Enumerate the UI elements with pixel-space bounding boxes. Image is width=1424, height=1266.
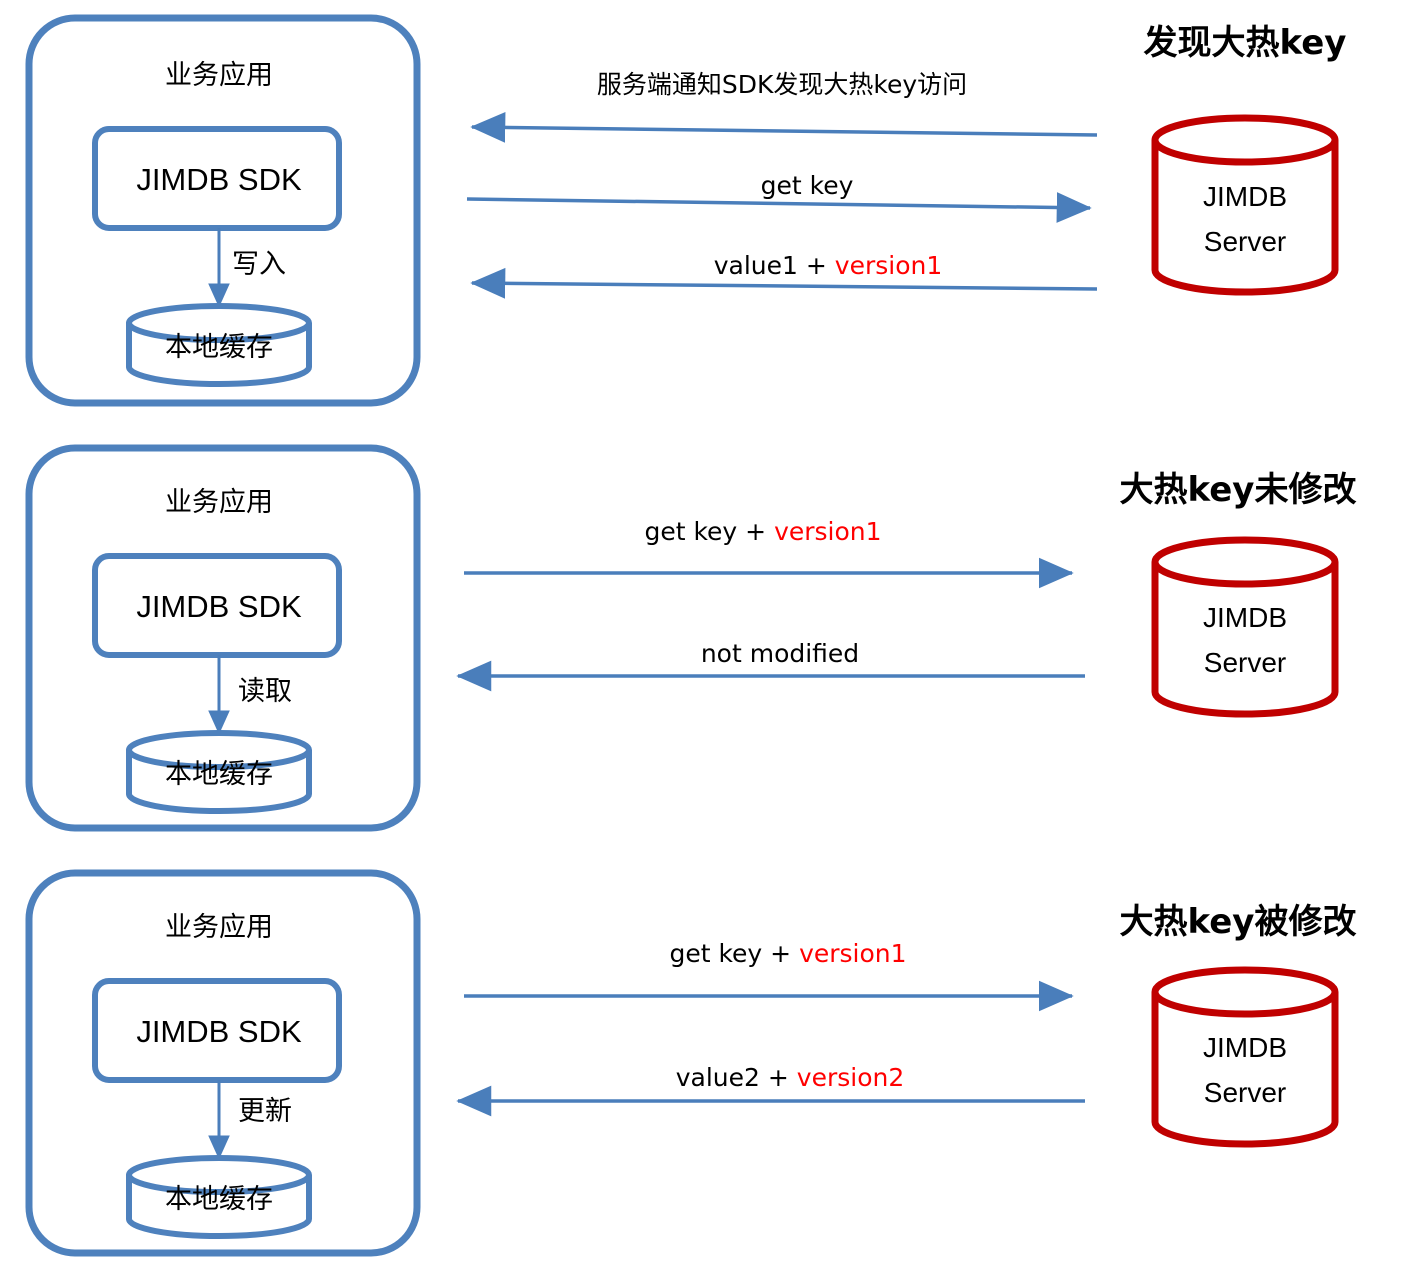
panel-1-message-arrow-3 [470, 267, 1098, 299]
panel-2-message-label-1: get key + version1 [644, 519, 881, 544]
panel-1-server-line2: Server [1203, 226, 1287, 257]
panel-1-server-title: 发现大热key [1143, 23, 1347, 63]
message-text: value2 + [675, 1063, 797, 1092]
panel-1-app-title: 业务应用 [165, 60, 273, 91]
panel-2-sdk-label: JIMDB SDK [136, 589, 302, 624]
panel-3-message-label-1: get key + version1 [669, 941, 906, 966]
panel-3-message-label-2: value2 + version2 [676, 1065, 905, 1090]
message-text-highlight: version1 [834, 251, 943, 280]
panel-1-message-arrow-1 [470, 112, 1098, 143]
message-text: get key + [669, 939, 800, 968]
message-text: get key + [644, 517, 775, 546]
panel-1-server-line1: JIMDB [1203, 181, 1287, 212]
message-text: value1 + [713, 251, 835, 280]
panel-3-sdk-label: JIMDB SDK [136, 1014, 302, 1049]
panel-1-sdk-label: JIMDB SDK [136, 162, 302, 197]
panel-1-message-label-3: value1 + version1 [714, 253, 943, 278]
message-text: 服务端通知SDK发现大热key访问 [596, 70, 968, 99]
panel-3-app-title: 业务应用 [165, 912, 273, 943]
panel-1-cache-label: 本地缓存 [165, 332, 273, 363]
panel-2-message-label-2: not modified [701, 641, 859, 666]
panel-3-server-line2: Server [1203, 1077, 1287, 1108]
panel-3-flow-label: 更新 [238, 1096, 292, 1127]
panel-1-flow-label: 写入 [232, 249, 286, 280]
panel-2-server-line2: Server [1203, 647, 1287, 678]
panel-2-flow-label: 读取 [238, 676, 292, 707]
message-text-highlight: version2 [796, 1063, 905, 1092]
panel-2-app-title: 业务应用 [165, 487, 273, 518]
panel-1-message-label-1: 服务端通知SDK发现大热key访问 [597, 72, 967, 97]
panel-2-server-title: 大热key未修改 [1119, 470, 1357, 510]
panel-3-cache-label: 本地缓存 [165, 1184, 273, 1215]
panel-1-message-label-2: get key [761, 173, 854, 198]
panel-2-cache-label: 本地缓存 [165, 759, 273, 790]
message-text: not modified [700, 639, 860, 668]
panel-3-server-title: 大热key被修改 [1119, 902, 1357, 942]
panel-3-server-line1: JIMDB [1203, 1032, 1287, 1063]
message-text: get key [760, 171, 854, 200]
panel-1-message-arrow-2 [466, 192, 1092, 223]
message-text-highlight: version1 [799, 939, 907, 968]
message-text-highlight: version1 [774, 517, 882, 546]
panel-2-server-line1: JIMDB [1203, 602, 1287, 633]
